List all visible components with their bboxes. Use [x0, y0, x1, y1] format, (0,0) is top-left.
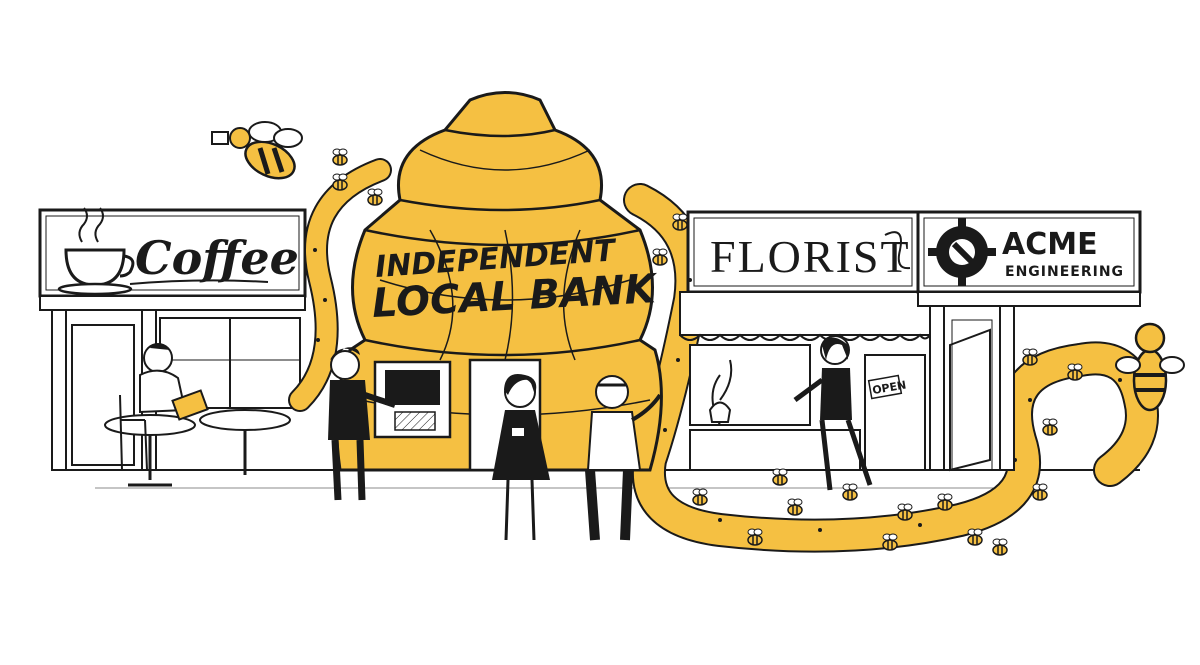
honey-trail — [288, 158, 1159, 553]
ground — [60, 469, 1140, 489]
honey-dots — [313, 248, 1122, 532]
open-sign-text: OPEN — [871, 378, 907, 397]
acme-sign-subtitle: ENGINEERING — [1005, 264, 1124, 280]
beehive-bank: INDEPENDENT LOCAL BANK — [335, 91, 663, 472]
woman-in-dress — [492, 374, 550, 541]
bee-character — [1115, 322, 1185, 412]
person-at-atm — [328, 347, 396, 501]
coffee-sign-text: Coffee — [135, 231, 299, 285]
walking-woman — [793, 335, 873, 491]
florist-sign-text: FLORIST — [710, 231, 911, 282]
florist-shop: FLORIST OPEN — [679, 210, 931, 471]
acme-shop: ACME ENGINEERING — [916, 210, 1142, 472]
acme-sign-name: ACME — [1002, 227, 1098, 262]
wrench-gear-icon — [928, 218, 996, 286]
coffee-shop: Coffee — [38, 207, 307, 487]
coffee-cup-icon — [57, 207, 135, 296]
man-with-glasses — [585, 375, 662, 541]
flying-bee — [211, 121, 303, 180]
